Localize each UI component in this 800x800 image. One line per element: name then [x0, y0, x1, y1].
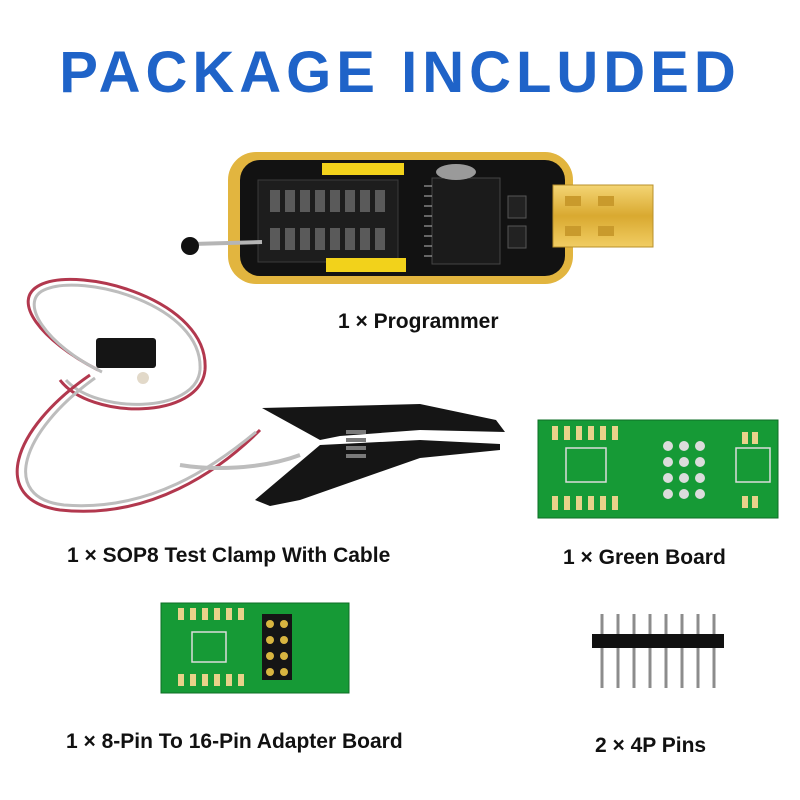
adapter-caption: 1 × 8-Pin To 16-Pin Adapter Board	[66, 730, 403, 753]
green-board-caption: 1 × Green Board	[563, 546, 726, 569]
programmer-caption: 1 × Programmer	[338, 310, 499, 333]
clamp-caption: 1 × SOP8 Test Clamp With Cable	[67, 544, 391, 567]
pins-caption: 2 × 4P Pins	[595, 734, 707, 757]
page-title: PACKAGE INCLUDED	[59, 40, 741, 105]
